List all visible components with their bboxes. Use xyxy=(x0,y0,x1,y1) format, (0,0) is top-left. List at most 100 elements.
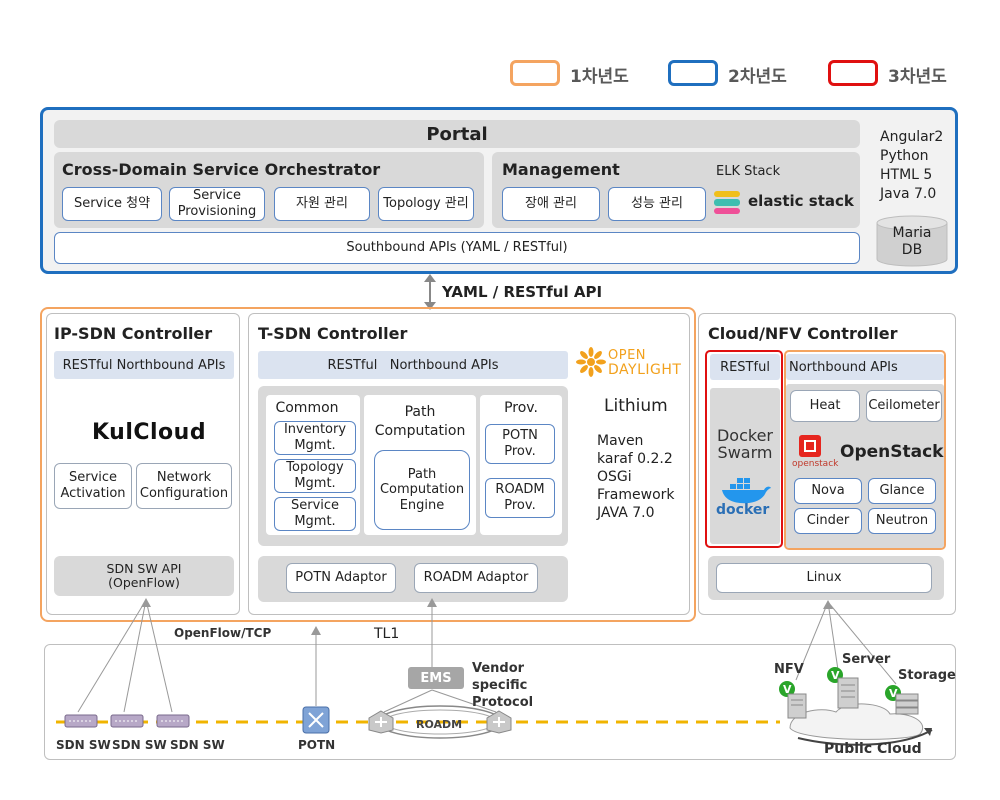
service-mgmt-box: Service Mgmt. xyxy=(274,497,356,531)
elastic-logo-icon xyxy=(714,191,740,214)
potn-node-icon xyxy=(302,706,330,734)
management-title: Management xyxy=(502,160,620,179)
roadm-adaptor-box: ROADM Adaptor xyxy=(414,563,538,593)
detail-java: JAVA 7.0 xyxy=(597,505,655,521)
legend-swatch-year2 xyxy=(668,60,718,86)
roadm-node-icon xyxy=(486,710,512,734)
t-sdn-title: T-SDN Controller xyxy=(258,324,408,343)
database-label: Maria DB xyxy=(892,225,932,258)
database-icon xyxy=(876,215,948,267)
detail-osgi: OSGi xyxy=(597,469,632,485)
cinder-box: Cinder xyxy=(794,508,862,534)
tech-angular: Angular2 xyxy=(880,129,944,145)
prov-title: Prov. xyxy=(504,400,538,416)
potn-prov-box: POTN Prov. xyxy=(485,424,555,464)
detail-framework: Framework xyxy=(597,487,675,503)
kulcloud-logo-text: KulCloud xyxy=(92,420,207,445)
glance-box: Glance xyxy=(868,478,936,504)
legend-label-year1: 1차년도 xyxy=(570,67,629,87)
fault-management-box: 장애 관리 xyxy=(502,187,600,221)
svg-text:V: V xyxy=(783,683,792,696)
tech-html5: HTML 5 xyxy=(880,167,933,183)
roadm-ring-label: ROADM xyxy=(416,718,463,731)
openstack-title: OpenStack xyxy=(840,442,944,462)
orchestrator-title: Cross-Domain Service Orchestrator xyxy=(62,160,381,179)
docker-whale-icon xyxy=(722,478,771,504)
svg-text:V: V xyxy=(831,669,840,682)
openstack-northbound-header: Northbound APIs xyxy=(786,354,944,380)
tech-java: Java 7.0 xyxy=(880,186,937,202)
docker-swarm-title: Docker Swarm xyxy=(716,426,774,462)
performance-management-box: 성능 관리 xyxy=(608,187,706,221)
common-title: Common xyxy=(275,400,339,416)
opendaylight-line2: DAYLIGHT xyxy=(608,362,682,378)
public-cloud-label: Public Cloud xyxy=(824,741,922,757)
svg-text:V: V xyxy=(889,687,898,700)
resource-management-box: 자원 관리 xyxy=(274,187,370,221)
ip-sdn-title: IP-SDN Controller xyxy=(54,324,213,343)
neutron-box: Neutron xyxy=(868,508,936,534)
kulcloud-logo: KulCloud xyxy=(92,420,206,445)
year1-controllers-frame xyxy=(40,307,696,622)
topology-management-box: Topology 관리 xyxy=(378,187,474,221)
nfv-label: NFV xyxy=(774,662,804,677)
portal-title-bar: Portal xyxy=(54,120,860,148)
sdn-switch-icon xyxy=(64,714,98,728)
service-provisioning-box: Service Provisioning xyxy=(169,187,265,221)
network-configuration-box: Network Configuration xyxy=(136,463,232,509)
ems-node: EMS xyxy=(408,667,464,689)
server-icon: V xyxy=(827,667,859,709)
opendaylight-logo-icon xyxy=(576,347,606,377)
elk-stack-label: ELK Stack xyxy=(716,164,781,179)
sdn-switch-icon xyxy=(110,714,144,728)
potn-node-label: POTN xyxy=(298,738,336,752)
sdn-sw-label-1: SDN SW xyxy=(56,738,111,752)
docker-swarm-panel xyxy=(710,388,780,544)
potn-adaptor-box: POTN Adaptor xyxy=(286,563,396,593)
roadm-node-icon xyxy=(368,710,394,734)
storage-icon: V xyxy=(885,685,919,715)
opendaylight-logo-text: OPEN DAYLIGHT xyxy=(608,348,681,378)
portal-tech-stack: Angular2 Python HTML 5 Java 7.0 xyxy=(880,128,943,204)
tl1-label: TL1 xyxy=(374,626,400,642)
nova-box: Nova xyxy=(794,478,862,504)
sdn-sw-label-2: SDN SW xyxy=(112,738,167,752)
inventory-mgmt-box: Inventory Mgmt. xyxy=(274,421,356,455)
storage-label: Storage xyxy=(898,668,956,683)
legend-label-year3: 3차년도 xyxy=(888,67,947,87)
ceilometer-box: Ceilometer xyxy=(866,390,942,422)
topology-mgmt-box: Topology Mgmt. xyxy=(274,459,356,493)
openstack-logo-icon xyxy=(799,435,821,457)
ems-label: EMS xyxy=(420,670,452,686)
t-sdn-northbound: RESTful Northbound APIs xyxy=(258,351,568,379)
roadm-prov-box: ROADM Prov. xyxy=(485,478,555,518)
service-activation-box: Service Activation xyxy=(54,463,132,509)
heat-box: Heat xyxy=(790,390,860,422)
docker-restful-header: RESTful xyxy=(710,354,780,380)
sdn-switch-icon xyxy=(156,714,190,728)
linux-box: Linux xyxy=(716,563,932,593)
server-label: Server xyxy=(842,652,891,667)
path-computation-engine-box: Path Computation Engine xyxy=(374,450,470,530)
openstack-small-label: openstack xyxy=(792,459,839,469)
portal-title: Portal xyxy=(426,123,488,145)
docker-logo-label: docker xyxy=(716,502,770,518)
southbound-apis-box: Southbound APIs (YAML / RESTful) xyxy=(54,232,860,264)
legend-swatch-year1 xyxy=(510,60,560,86)
vendor-protocol-label: Vendor specific Protocol xyxy=(472,661,534,710)
opendaylight-line1: OPEN xyxy=(608,348,647,363)
service-order-box: Service 청약 xyxy=(62,187,162,221)
t-sdn-tech-details: Maven karaf 0.2.2 OSGi Framework JAVA 7.… xyxy=(597,432,675,522)
legend-label-year2: 2차년도 xyxy=(728,67,787,87)
lithium-release: Lithium xyxy=(604,396,668,416)
detail-karaf: karaf 0.2.2 xyxy=(597,451,673,467)
api-link-arrow xyxy=(424,274,436,310)
sdn-sw-label-3: SDN SW xyxy=(170,738,225,752)
api-link-label: YAML / RESTful API xyxy=(442,283,603,301)
elastic-stack-label: elastic stack xyxy=(748,192,854,210)
nfv-server-icon: V xyxy=(779,681,807,719)
legend-swatch-year3 xyxy=(828,60,878,86)
sdn-sw-api-box: SDN SW API (OpenFlow) xyxy=(54,556,234,596)
sdn-sw-api-label: SDN SW API (OpenFlow) xyxy=(106,561,182,590)
